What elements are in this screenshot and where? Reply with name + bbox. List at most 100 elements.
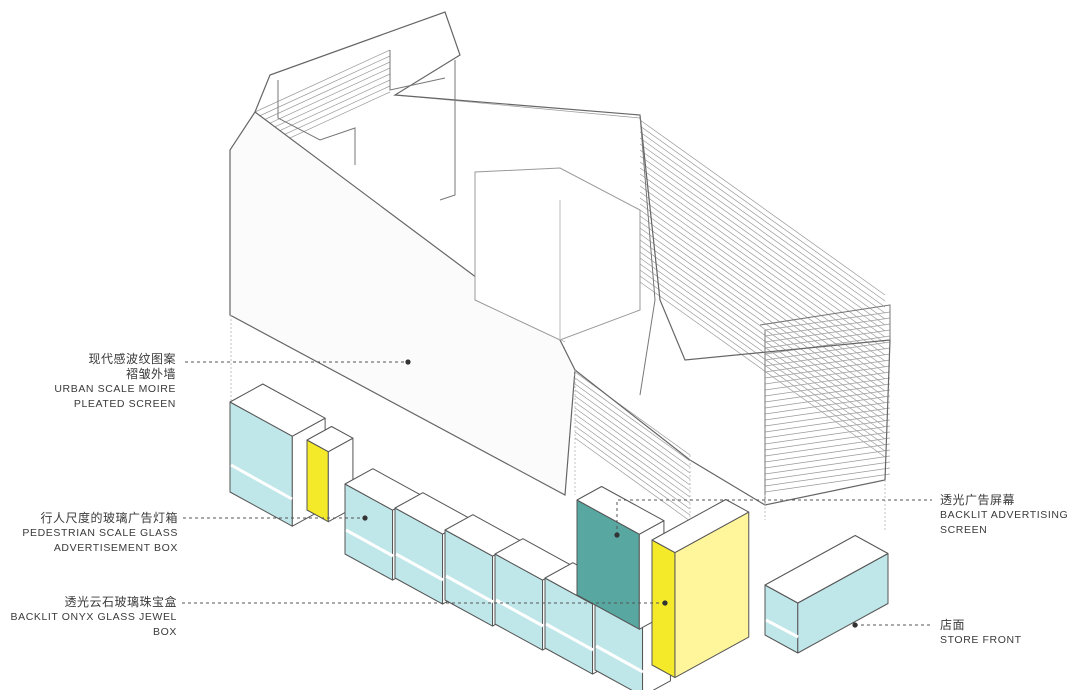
- right-wall-rib: [639, 269, 886, 446]
- glass-box-4-band: [495, 598, 544, 628]
- end-wall-rib: [764, 347, 891, 367]
- end-wall-rib: [764, 395, 891, 415]
- pedestrian-label: 行人尺度的玻璃广告灯箱 PEDESTRIAN SCALE GLASS ADVER…: [22, 511, 178, 556]
- corner-rib: [574, 395, 691, 480]
- advertising-screen-box-top: [576, 486, 665, 535]
- end-wall-rib: [764, 365, 891, 385]
- moire-en-line2: PLEATED SCREEN: [73, 398, 176, 410]
- right-wall-rib: [639, 203, 886, 380]
- right-wall-rib: [639, 125, 886, 302]
- yellow-slot-box-top: [306, 426, 354, 453]
- corner-rib: [574, 389, 691, 474]
- left-cyan-box-top: [229, 383, 326, 437]
- onyx-jewel-box-top: [651, 499, 750, 554]
- glass-box-6-band: [595, 644, 644, 674]
- right-wall-rib: [639, 179, 886, 356]
- store-front-box-top: [764, 535, 889, 604]
- end-wall-rib: [764, 383, 891, 403]
- corner-rib: [574, 401, 691, 486]
- store-front-band: [765, 618, 799, 639]
- store-label: 店面 STORE FRONT: [940, 618, 1022, 648]
- end-wall-rib: [764, 311, 891, 331]
- corner-rib: [574, 383, 691, 468]
- end-wall-rib: [764, 335, 891, 355]
- end-wall-rib: [764, 323, 891, 343]
- right-wall-rib: [639, 185, 886, 362]
- corner-rib: [574, 437, 691, 522]
- right-wall-rib: [639, 161, 886, 338]
- pedestrian-zh: 行人尺度的玻璃广告灯箱: [40, 511, 178, 525]
- moire-label: 现代感波纹图案 褶皱外墙 URBAN SCALE MOIRE PLEATED S…: [54, 352, 176, 412]
- glass-box-5-band: [545, 622, 594, 652]
- onyx-jewel-box-front: [651, 539, 676, 679]
- right-wall-rib: [639, 119, 886, 296]
- end-wall-rib: [764, 437, 891, 457]
- corner-rib: [574, 419, 691, 504]
- end-wall-rib: [764, 413, 891, 433]
- end-wall-rib: [764, 443, 891, 463]
- left-box-band: [230, 463, 293, 501]
- glass-box-3-band: [445, 574, 494, 604]
- end-wall-rib: [764, 329, 891, 349]
- onyx-zh: 透光云石玻璃珠宝盒: [64, 595, 177, 609]
- right-wall-rib: [639, 143, 886, 320]
- end-wall-rib: [764, 371, 891, 391]
- end-wall-rib: [764, 449, 891, 469]
- moire-dot: [405, 359, 411, 365]
- leader-lines: [182, 361, 932, 626]
- end-wall-rib: [764, 353, 891, 373]
- moire-zh-line2: 褶皱外墙: [125, 367, 176, 381]
- screen-label: 透光广告屏幕 BACKLIT ADVERTISING SCREEN: [940, 493, 1068, 538]
- store-zh: 店面: [940, 618, 966, 632]
- right-wall-rib: [639, 191, 886, 368]
- right-wall-rib: [639, 275, 886, 452]
- right-wall-rib: [639, 233, 886, 410]
- store-dot: [852, 622, 858, 628]
- corner-rib: [574, 425, 691, 510]
- right-wall-rib: [639, 251, 886, 428]
- top-left-rib: [254, 61, 391, 125]
- right-wall-rib: [639, 221, 886, 398]
- end-wall-rib: [764, 389, 891, 409]
- corner-rib: [574, 431, 691, 516]
- top-left-rib: [254, 73, 391, 137]
- projection-lines: [230, 315, 886, 530]
- end-wall-rib: [764, 419, 891, 439]
- pedestrian-en-line2: ADVERTISEMENT BOX: [53, 542, 178, 554]
- end-wall-rib: [764, 425, 891, 445]
- onyx-en-line1: BACKLIT ONYX GLASS JEWEL: [10, 611, 177, 623]
- right-wall-rib: [639, 239, 886, 416]
- moire-en-line1: URBAN SCALE MOIRE: [54, 383, 176, 395]
- glass-box-1-band: [345, 528, 394, 558]
- right-wall-rib: [639, 209, 886, 386]
- onyx-label: 透光云石玻璃珠宝盒 BACKLIT ONYX GLASS JEWEL BOX: [10, 595, 177, 640]
- right-wall-rib: [639, 155, 886, 332]
- pedestrian-dot: [362, 515, 368, 521]
- right-wall-rib: [639, 257, 886, 434]
- right-wall-rib: [639, 149, 886, 326]
- screen-en-line2: SCREEN: [940, 524, 988, 536]
- right-wall-rib: [639, 215, 886, 392]
- corner-rib: [574, 413, 691, 498]
- end-wall-rib: [764, 461, 891, 481]
- onyx-en-line2: BOX: [153, 626, 177, 638]
- end-wall-rib: [764, 377, 891, 397]
- right-wall-rib: [639, 167, 886, 344]
- end-wall-rib: [764, 467, 891, 487]
- end-wall-rib: [764, 317, 891, 337]
- store-en: STORE FRONT: [940, 634, 1022, 646]
- right-wall-rib: [639, 227, 886, 404]
- end-wall-rib: [764, 473, 891, 493]
- leader-dots: [362, 359, 858, 628]
- right-wall-rib: [639, 281, 886, 458]
- pedestrian-en-line1: PEDESTRIAN SCALE GLASS: [22, 527, 178, 539]
- screen-en-line1: BACKLIT ADVERTISING: [940, 509, 1069, 521]
- screen-zh: 透光广告屏幕: [940, 493, 1016, 507]
- end-wall-rib: [764, 455, 891, 475]
- right-wall-rib: [639, 263, 886, 440]
- top-left-rib: [254, 67, 391, 131]
- moire-zh-line1: 现代感波纹图案: [88, 352, 176, 366]
- top-left-rib: [254, 49, 391, 113]
- end-wall-rib: [764, 431, 891, 451]
